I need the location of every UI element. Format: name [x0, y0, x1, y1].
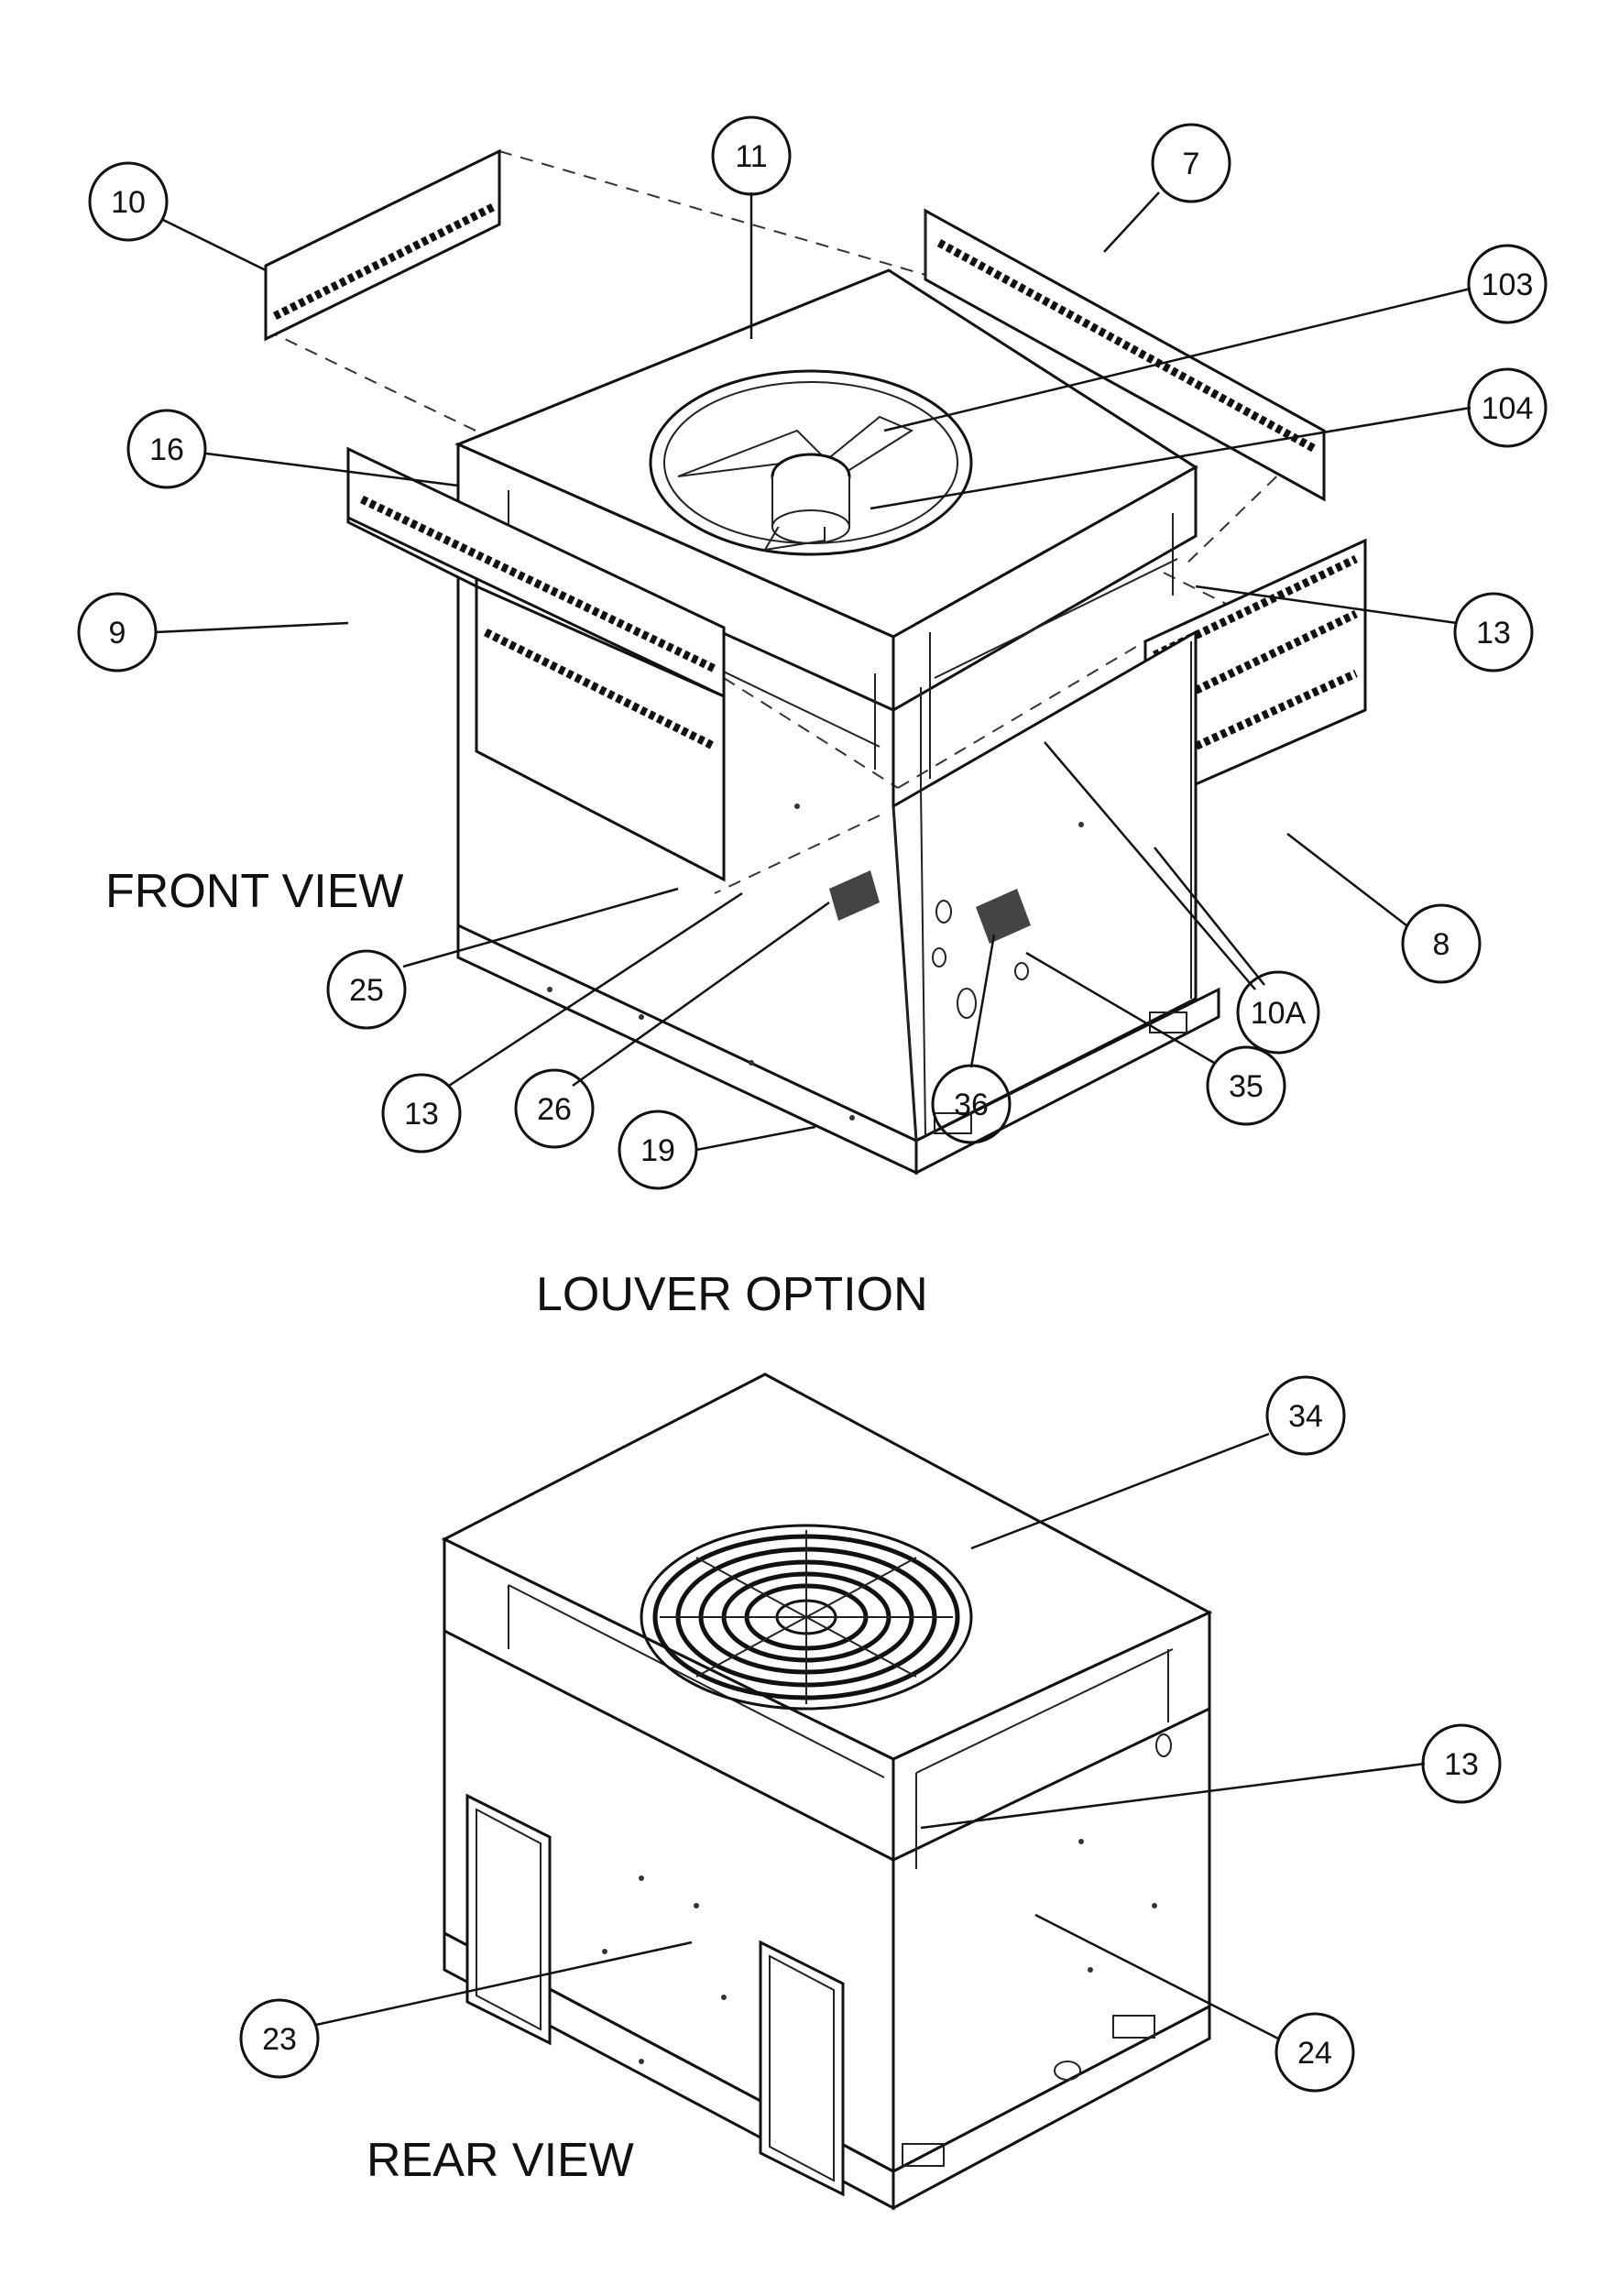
callout-10A: 10A [1236, 970, 1320, 1055]
louver-panel-9 [346, 446, 726, 882]
svg-text:16: 16 [149, 432, 184, 467]
svg-text:36: 36 [954, 1088, 989, 1122]
svg-text:103: 103 [1482, 268, 1534, 302]
svg-text:26: 26 [537, 1092, 572, 1127]
svg-text:13: 13 [1476, 616, 1511, 651]
rear-leader-lines [315, 1432, 1426, 2040]
callout-13-lower: 13 [381, 1073, 462, 1153]
callouts: 10 11 7 103 104 16 9 13 8 10A 25 13 26 3… [77, 115, 1548, 2093]
callout-11: 11 [711, 115, 792, 196]
callout-24: 24 [1274, 2012, 1355, 2093]
fan-guard [640, 1524, 973, 1711]
callout-9: 9 [77, 592, 158, 672]
svg-text:35: 35 [1229, 1069, 1263, 1104]
svg-text:19: 19 [640, 1133, 675, 1168]
svg-text:8: 8 [1433, 927, 1450, 962]
svg-text:24: 24 [1297, 2036, 1332, 2071]
callout-19: 19 [618, 1110, 698, 1190]
svg-text:34: 34 [1288, 1399, 1323, 1434]
callout-16: 16 [126, 409, 207, 489]
callout-26: 26 [514, 1068, 595, 1149]
callout-25: 25 [326, 949, 407, 1030]
callout-7: 7 [1151, 123, 1231, 203]
callout-104: 104 [1467, 367, 1548, 448]
callout-10: 10 [88, 161, 169, 242]
svg-text:13: 13 [1444, 1747, 1479, 1782]
callout-8: 8 [1401, 903, 1482, 984]
svg-text:7: 7 [1183, 147, 1200, 181]
callout-103: 103 [1467, 244, 1548, 324]
svg-text:9: 9 [109, 616, 126, 651]
access-cover-36 [976, 889, 1031, 944]
svg-text:10: 10 [111, 185, 146, 220]
svg-text:13: 13 [404, 1097, 439, 1132]
access-cover-26 [829, 870, 880, 921]
callout-23: 23 [239, 1998, 320, 2079]
front-view-assembly [155, 148, 1471, 1175]
rear-view-assembly [315, 1372, 1426, 2211]
louver-option-label: LOUVER OPTION [536, 1268, 928, 1321]
callout-34: 34 [1265, 1375, 1346, 1456]
svg-text:23: 23 [262, 2022, 297, 2057]
rear-view-label: REAR VIEW [366, 2134, 634, 2187]
svg-text:25: 25 [349, 973, 384, 1008]
rear-access-openings [465, 1733, 1172, 2197]
leader-lines [155, 191, 1471, 1152]
front-view-label: FRONT VIEW [105, 865, 403, 918]
condenser-fan [649, 369, 973, 556]
louver-panel-10 [264, 148, 501, 342]
callout-36: 36 [931, 1064, 1012, 1144]
lower-cabinet [456, 629, 1220, 1175]
callout-13-upper: 13 [1453, 592, 1534, 672]
svg-text:104: 104 [1482, 391, 1534, 426]
callout-35: 35 [1206, 1045, 1286, 1126]
svg-text:11: 11 [735, 139, 767, 174]
callout-13-rear: 13 [1421, 1723, 1502, 1804]
svg-text:10A: 10A [1251, 996, 1307, 1031]
